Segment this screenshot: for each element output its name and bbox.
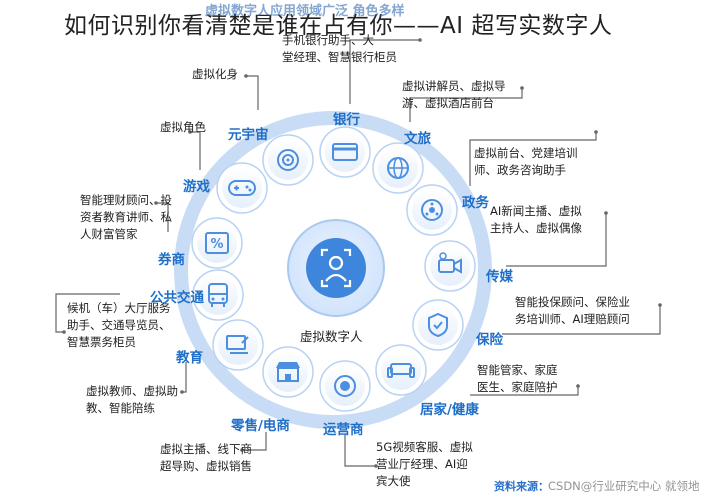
connector-yunyingshang [344, 434, 376, 467]
node-zhengwu [406, 184, 458, 236]
node-wenlv [372, 142, 424, 194]
connector-zhengwu [469, 132, 597, 186]
node-youxi [216, 162, 268, 214]
connector-wenlv [409, 88, 523, 122]
connector-end-gonggong [62, 330, 66, 334]
category-nodes: % [191, 126, 476, 412]
video-camera-icon [438, 252, 462, 274]
page-subtitle: 虚拟数字人应用领域广泛 角色多样 [205, 4, 405, 19]
shield-icon [428, 312, 448, 338]
category-note-chuanmei: AI新闻主播、虚拟 主持人、虚拟偶像 [490, 204, 582, 235]
node-yuanyuzhou [262, 134, 314, 186]
center-label: 虚拟数字人 [300, 329, 363, 344]
category-label-zhengwu: 政务 [462, 195, 489, 211]
connector-end-quanshang [154, 201, 158, 205]
connector-end-wenlv [520, 86, 524, 90]
category-label-quanshang: 券商 [158, 252, 185, 268]
gamepad-icon [228, 180, 256, 196]
node-yunyingshang [319, 360, 371, 412]
education-icon [226, 335, 249, 354]
connector-end-jujia [576, 384, 580, 388]
watermark: CSDN@行业研究中心 就领地 [548, 479, 700, 493]
category-label-lingshou: 零售/电商 [231, 418, 290, 434]
category-note-lingshou: 虚拟主播、线下商 超导购、虚拟销售 [160, 442, 252, 473]
category-note-youxi: 虚拟角色 [160, 120, 206, 134]
category-note-baoxian: 智能投保顾问、保险业 务培训师、AI理赔顾问 [515, 295, 630, 326]
node-jiaoyu [212, 319, 264, 371]
node-chuanmei [424, 240, 476, 292]
page-title: 如何识别你看清楚是谁在占有你——AI 超写实数字人 [64, 13, 613, 39]
node-jujia [375, 344, 427, 396]
connector-end-chuanmei [604, 211, 608, 215]
connector-jujia [470, 386, 579, 396]
node-yinhang [319, 126, 371, 178]
connector-end-yinhang [418, 38, 422, 42]
category-label-baoxian: 保险 [476, 332, 503, 348]
category-note-wenlv: 虚拟讲解员、虚拟导 游、虚拟酒店前台 [402, 79, 506, 110]
category-note-quanshang: 智能理财顾问、投 资者教育讲师、私 人财富管家 [80, 193, 172, 241]
category-note-gonggong: 候机（车）大厅服务 助手、交通导览员、 智慧票务柜员 [67, 301, 171, 349]
category-note-yunyingshang: 5G视频客服、虚拟 营业厅经理、AI迎 宾大使 [376, 440, 473, 488]
category-label-jujia: 居家/健康 [420, 402, 479, 418]
node-quanshang: % [191, 217, 243, 269]
category-label-gonggong: 公共交通 [150, 290, 204, 306]
bank-card-icon [332, 143, 358, 161]
node-lingshou [262, 346, 314, 398]
outer-ring [174, 111, 492, 429]
metaverse-icon [277, 149, 299, 171]
category-label-youxi: 游戏 [183, 179, 210, 195]
category-label-yuanyuzhou: 元宇宙 [228, 127, 269, 143]
node-baoxian [412, 299, 464, 351]
category-note-jujia: 智能管家、家庭 医生、家庭陪护 [477, 363, 558, 394]
operator-icon [334, 375, 356, 397]
connector-youxi [190, 131, 201, 170]
globe-icon [387, 157, 409, 179]
connector-lingshou [242, 432, 267, 451]
sofa-icon [387, 363, 415, 378]
connector-end-yunyingshang [374, 464, 378, 468]
bus-icon [208, 283, 228, 307]
connector-yuanyuzhou [246, 75, 259, 110]
connector-end-youxi [188, 130, 192, 134]
footer-source: 资料来源： [494, 480, 549, 493]
person-frame-icon [320, 248, 352, 288]
connector-end-yuanyuzhou [244, 74, 248, 78]
category-label-wenlv: 文旅 [404, 131, 431, 147]
svg-text:%: % [210, 237, 223, 252]
percent-icon: % [205, 232, 229, 254]
connector-yinhang [349, 39, 420, 104]
category-label-yunyingshang: 运营商 [323, 422, 364, 438]
category-label-jiaoyu: 教育 [176, 350, 203, 366]
connector-gonggong [55, 293, 120, 333]
connector-baoxian [502, 305, 661, 335]
store-icon [276, 362, 300, 382]
category-note-jiaoyu: 虚拟教师、虚拟助 教、智能陪练 [86, 384, 178, 415]
category-note-yinhang: 手机银行助手、大 堂经理、智慧银行柜员 [282, 33, 397, 64]
connector-end-lingshou [240, 448, 244, 452]
connector-quanshang [156, 202, 169, 232]
category-note-zhengwu: 虚拟前台、党建培训 师、政务咨询助手 [474, 146, 578, 177]
category-label-chuanmei: 传媒 [486, 269, 513, 285]
connector-end-baoxian [658, 303, 662, 307]
government-icon [421, 199, 443, 221]
connector-end-jiaoyu [180, 390, 184, 394]
connector-lines [55, 38, 662, 468]
connector-end-zhengwu [594, 130, 598, 134]
category-label-yinhang: 银行 [333, 112, 360, 128]
category-note-yuanyuzhou: 虚拟化身 [192, 67, 238, 81]
connector-jiaoyu [182, 362, 187, 393]
connector-chuanmei [506, 213, 607, 267]
node-gonggong [192, 269, 244, 321]
